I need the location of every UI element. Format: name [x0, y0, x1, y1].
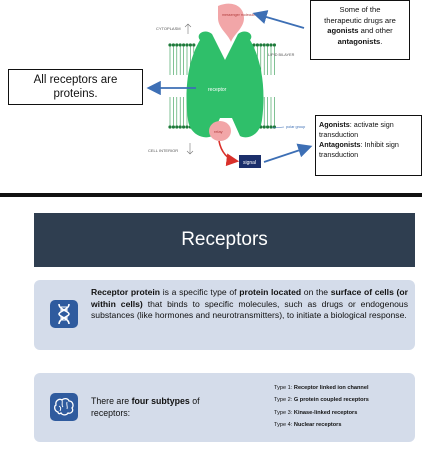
agonists-definition: Agonists: activate sign transduction — [319, 120, 394, 139]
relay-signal-arrow — [218, 140, 240, 167]
list-item: Type 1: Receptor linked ion channel — [274, 385, 369, 391]
lipid-head — [185, 125, 189, 129]
lipid-head — [185, 43, 189, 47]
slide-title: Receptors — [181, 229, 268, 250]
antagonists-definition: Antagonists: Inhibit sign transduction — [319, 140, 399, 159]
drug-types-callout: Some of the therapeutic drugs are agonis… — [310, 0, 410, 60]
cytoplasm-label: CYTOPLASM — [156, 26, 181, 31]
lipid-head — [269, 125, 273, 129]
relay-molecule — [209, 121, 231, 141]
lipid-head — [182, 43, 186, 47]
list-item: Type 4: Nuclear receptors — [274, 422, 342, 429]
lipid-head — [252, 43, 256, 47]
signal-label: signal — [243, 160, 256, 166]
lipid-head — [266, 125, 270, 129]
lipid-head — [262, 125, 266, 129]
lipid-head — [266, 43, 270, 47]
receptor-protein — [186, 31, 264, 138]
lipid-head — [171, 125, 175, 129]
subtypes-card: There are four subtypes of receptors: Ty… — [34, 373, 415, 442]
messenger-label: messenger molecule — [222, 13, 255, 17]
lipid-bilayer-label: LIPID BILAYER — [268, 53, 295, 57]
cell-interior-arrow — [186, 143, 194, 155]
polar-group-pointer — [271, 126, 285, 129]
section-divider — [0, 193, 422, 197]
lipid-head — [255, 43, 259, 47]
signal-box — [239, 155, 261, 168]
signal-callout-arrow — [263, 143, 313, 163]
slide-title-bar: Receptors — [34, 213, 415, 267]
receptor-label: receptor — [208, 87, 227, 93]
lipid-head — [178, 125, 182, 129]
lipid-head — [175, 43, 179, 47]
lipid-head — [171, 43, 175, 47]
agonist-callout-arrow — [252, 10, 305, 29]
brain-icon — [50, 393, 78, 421]
lipid-head — [269, 43, 273, 47]
lipid-head — [272, 43, 276, 47]
dna-icon — [50, 300, 78, 328]
lipid-head — [259, 43, 263, 47]
subtypes-intro: There are four subtypes of receptors: — [91, 396, 200, 418]
receptors-proteins-callout: All receptors are proteins. — [8, 69, 143, 105]
definition-card: Receptor protein is a specific type of p… — [34, 280, 415, 350]
callout-line: Some of the — [339, 5, 381, 14]
cytoplasm-arrow — [184, 23, 192, 34]
lipid-head — [168, 125, 172, 129]
cell-interior-label: CELL INTERIOR — [148, 148, 178, 153]
receptor-definition: Receptor protein is a specific type of p… — [91, 287, 408, 321]
lipid-head — [188, 43, 192, 47]
lipid-head — [168, 43, 172, 47]
lipid-bilayer — [168, 43, 276, 129]
lipid-head — [182, 125, 186, 129]
messenger-molecule — [218, 3, 244, 42]
subtypes-list: Type 1: Receptor linked ion channel Type… — [274, 382, 414, 432]
agonist-antagonist-callout: Agonists: activate sign transduction Ant… — [315, 115, 422, 176]
callout-line: agonists and other — [327, 26, 393, 35]
relay-label: relay — [214, 129, 223, 134]
list-item: Type 2: G protein coupled receptors — [274, 397, 369, 404]
lipid-head — [178, 43, 182, 47]
lipid-head — [175, 125, 179, 129]
list-item: Type 3: Kinase-linked receptors — [274, 409, 358, 416]
callout-line: antagonists. — [337, 36, 383, 46]
receptor-diagram: receptor messenger molecule relay signal… — [146, 3, 313, 168]
lipid-head — [262, 43, 266, 47]
lipid-head — [192, 43, 196, 47]
polar-group-label: polar group — [286, 125, 305, 129]
callout-line: therapeutic drugs are — [324, 15, 396, 25]
